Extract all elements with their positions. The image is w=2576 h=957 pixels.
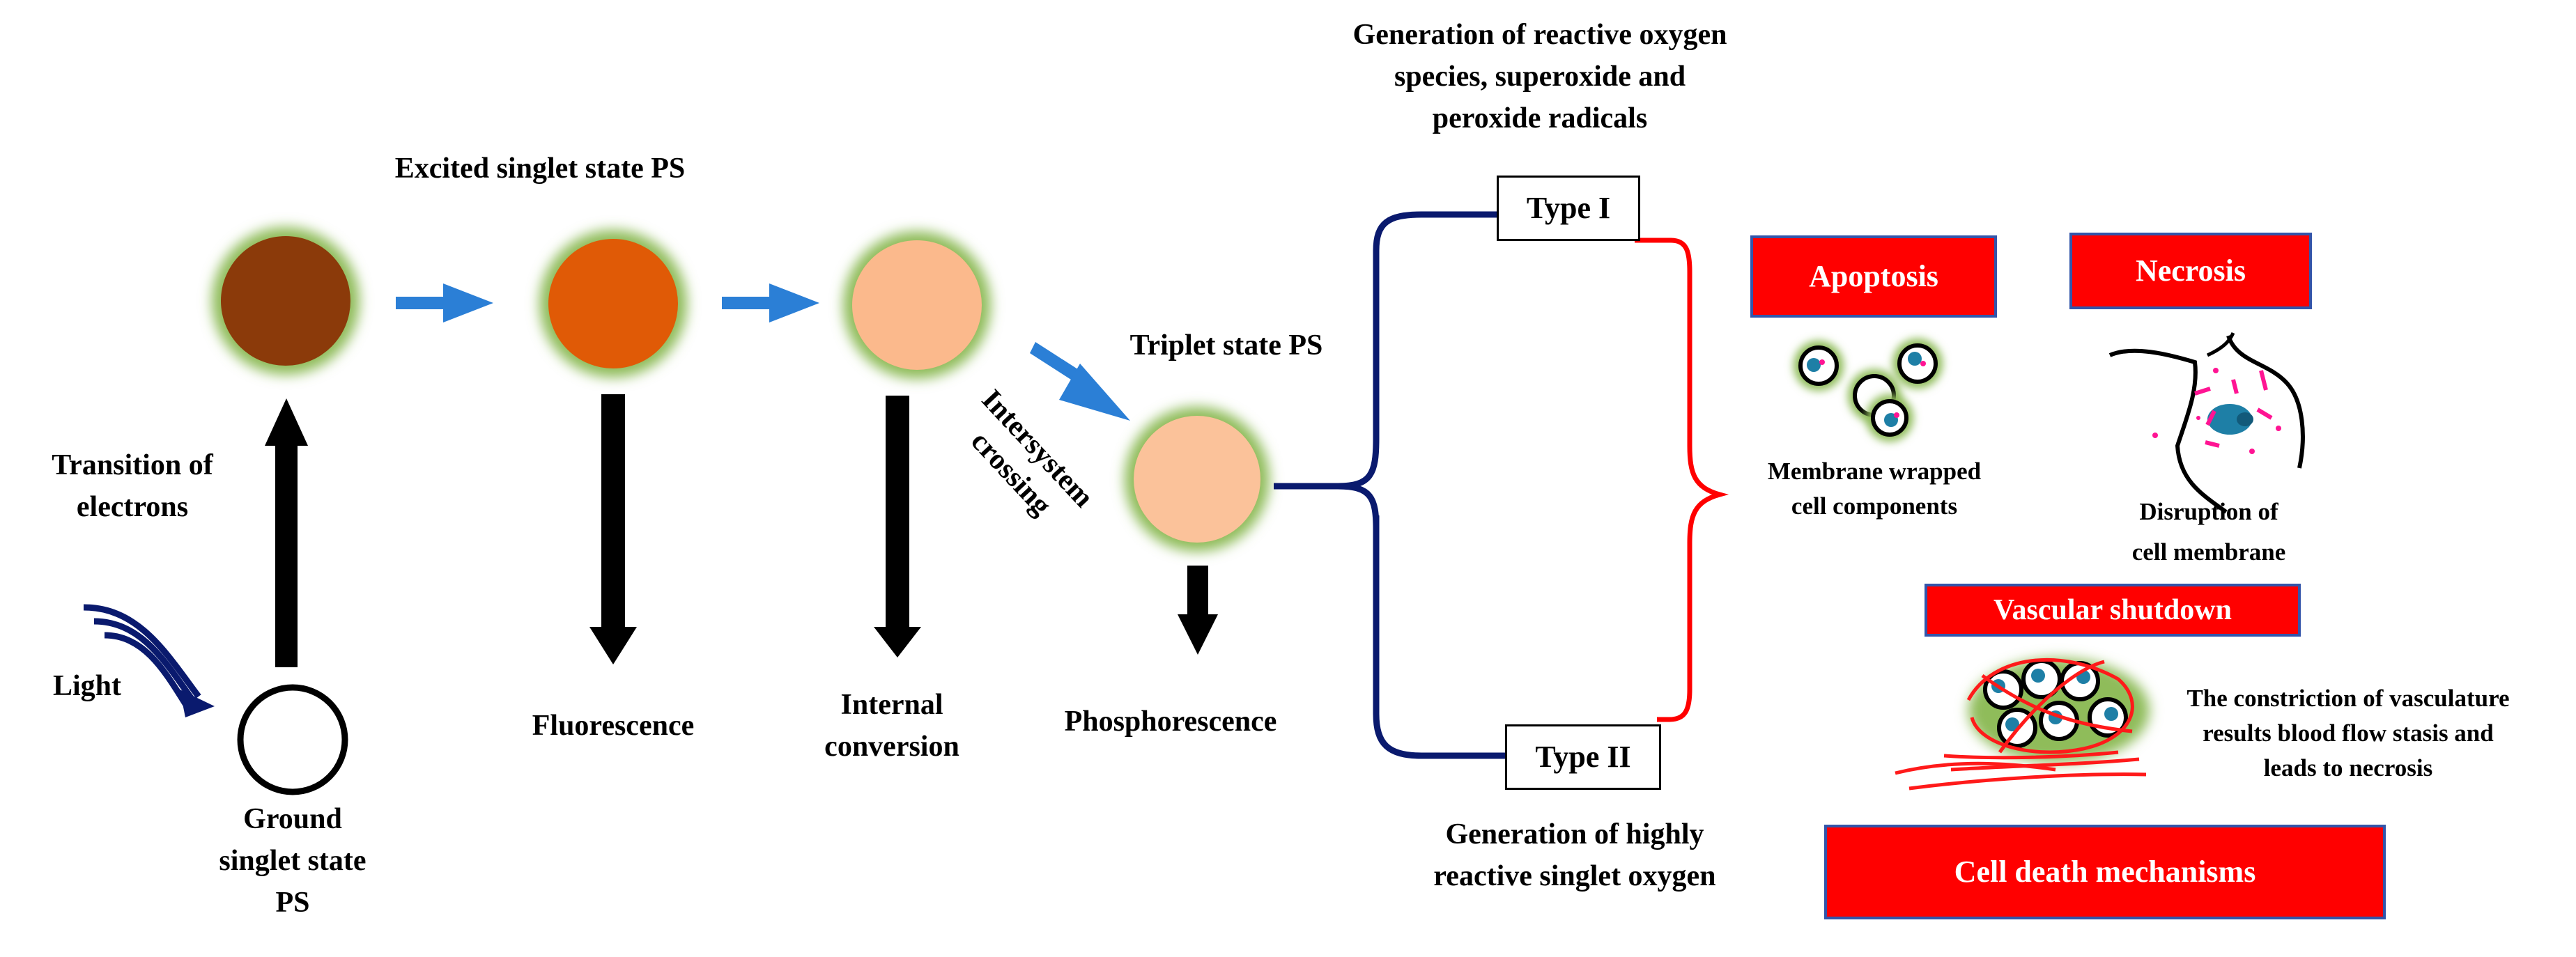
vascular-description: The constriction of vasculature results … (2153, 681, 2543, 786)
internal-conversion-label: Internal conversion (787, 684, 996, 768)
triplet-state-label: Triplet state PS (1129, 329, 1323, 361)
vascular-shutdown-illustration (1895, 658, 2150, 791)
necrosis-box: Necrosis (2069, 233, 2312, 309)
necrosis-desc-line-2: cell membrane (2131, 538, 2286, 566)
transition-electrons-label: Transition of electrons (14, 444, 251, 528)
type-2-box: Type II (1505, 724, 1661, 790)
singlet-oxygen-label: Generation of highly reactive singlet ox… (1366, 814, 1784, 897)
transition-line-2: electrons (76, 491, 189, 523)
ground-state-label: Ground singlet state PS (195, 798, 390, 924)
ground-state-circle (237, 684, 348, 795)
cell-nucleus (1908, 352, 1922, 366)
navy-brace (1274, 211, 1505, 759)
apoptosis-description: Membrane wrapped cell components (1742, 454, 2007, 524)
type-1-box: Type I (1497, 176, 1640, 241)
apoptosis-desc-line-2: cell components (1791, 492, 1958, 520)
necrosis-desc-line-1: Disruption of (2139, 498, 2278, 525)
excited-state-1-core (221, 236, 350, 366)
ros-generation-label: Generation of reactive oxygen species, s… (1289, 14, 1791, 139)
necrosis-description: Disruption of cell membrane (2097, 492, 2320, 573)
transition-line-1: Transition of (52, 449, 213, 481)
blue-arrow-1 (396, 283, 493, 322)
fluorescence-label: Fluorescence (532, 710, 695, 742)
blue-arrow-intersystem (1030, 342, 1130, 421)
vascular-desc-line-3: leads to necrosis (2263, 754, 2433, 781)
light-waves-icon (83, 604, 215, 717)
cell-dot (1819, 359, 1825, 365)
ground-line-2: singlet state (219, 845, 367, 877)
apoptosis-cells-illustration (1794, 339, 1943, 442)
necrosis-ruptured-cell-illustration (2108, 332, 2305, 514)
excited-state-3-core (852, 240, 982, 370)
phosphorescence-label: Phosphorescence (1064, 706, 1277, 738)
cell-dot (1920, 361, 1926, 366)
singlet-oxygen-line-2: reactive singlet oxygen (1433, 860, 1716, 892)
excited-state-3-circle (843, 231, 991, 379)
red-brace (1635, 238, 1729, 722)
cell-nucleus (1807, 358, 1821, 372)
ros-line-2: species, superoxide and (1394, 61, 1686, 93)
apoptosis-box: Apoptosis (1750, 235, 1997, 318)
transition-up-arrow (265, 398, 308, 667)
blue-arrow-2 (722, 283, 819, 322)
fluorescence-down-arrow (589, 394, 637, 664)
internal-line-2: conversion (824, 731, 959, 763)
excited-singlet-label: Excited singlet state PS (394, 153, 686, 185)
vascular-shutdown-box: Vascular shutdown (1925, 584, 2301, 637)
triplet-state-circle (1125, 407, 1270, 552)
cell-death-mechanisms-box: Cell death mechanisms (1824, 825, 2386, 919)
internal-line-1: Internal (840, 689, 943, 721)
excited-state-2-core (548, 239, 678, 368)
internal-conversion-down-arrow (874, 396, 921, 658)
excited-state-1-circle (212, 227, 360, 375)
ros-line-1: Generation of reactive oxygen (1352, 19, 1727, 51)
cell-dot (1894, 412, 1899, 418)
light-label: Light (52, 670, 122, 702)
vascular-desc-line-1: The constriction of vasculature (2186, 685, 2510, 712)
ground-line-1: Ground (243, 803, 342, 835)
apoptosis-desc-line-1: Membrane wrapped (1767, 458, 1982, 485)
triplet-state-core (1134, 416, 1260, 543)
excited-state-2-circle (539, 230, 687, 378)
ground-line-3: PS (275, 887, 310, 919)
phosphorescence-down-arrow (1178, 566, 1218, 655)
ros-line-3: peroxide radicals (1432, 102, 1648, 134)
singlet-oxygen-line-1: Generation of highly (1445, 818, 1704, 850)
vascular-desc-line-2: results blood flow stasis and (2203, 719, 2494, 747)
